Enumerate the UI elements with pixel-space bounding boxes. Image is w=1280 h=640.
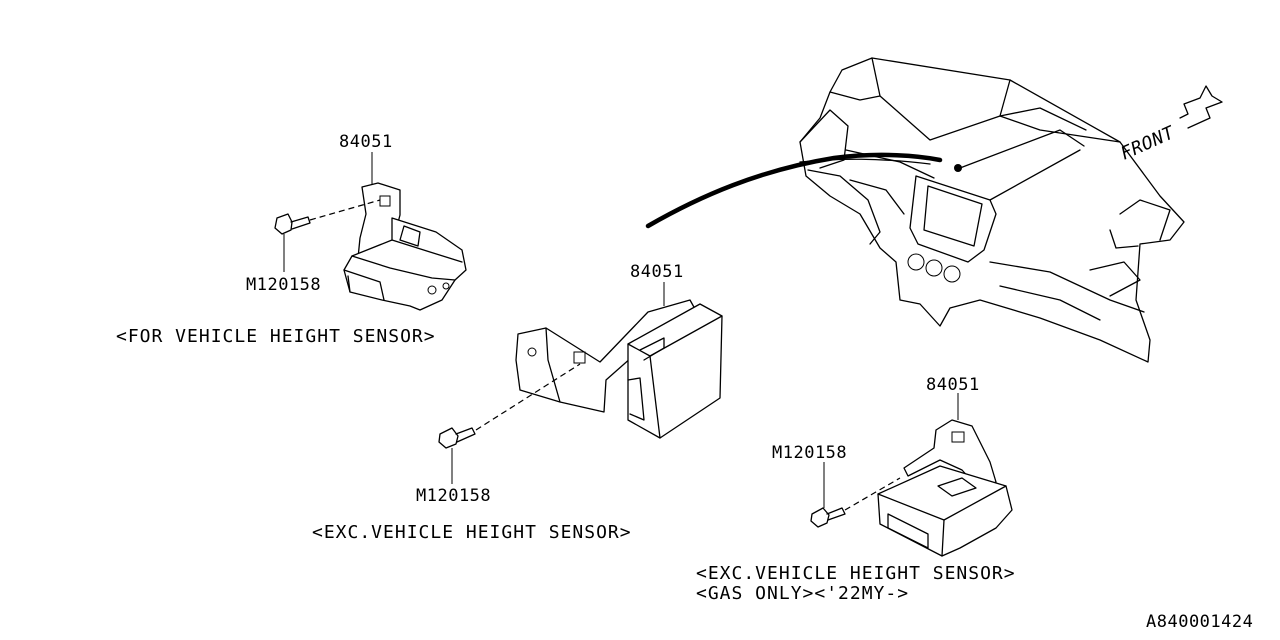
group-caption-secondary: <GAS ONLY><'22MY-> [696,583,909,604]
part-number-label: 84051 [630,262,684,282]
group-caption: <EXC.VEHICLE HEIGHT SENSOR> [312,522,632,543]
part-number-label: 84051 [926,375,980,395]
group-for-vehicle-height-sensor: 84051 M120158 <FOR VEHICLE HEIGHT SENSOR… [116,132,467,347]
part-number-label: 84051 [339,132,393,152]
front-arrow-icon [1179,85,1223,129]
group-caption: <EXC.VEHICLE HEIGHT SENSOR> [696,563,1016,584]
diagram-id: A840001424 [1146,612,1253,632]
bolt-number-label: M120158 [246,275,321,295]
dashboard-illustration [645,57,1185,363]
group-exc-vehicle-height-sensor-gas: 84051 M120158 <EXC.VEHICLE HEIGHT SENSOR… [696,375,1016,604]
front-direction-indicator: FRONT [1117,85,1223,165]
group-caption: <FOR VEHICLE HEIGHT SENSOR> [116,326,436,347]
bolt-number-label: M120158 [416,486,491,506]
group-exc-vehicle-height-sensor: 84051 M120158 <EXC.VEHICLE HEIGHT SENSOR… [312,262,723,543]
bolt-number-label: M120158 [772,443,847,463]
front-label: FRONT [1117,122,1178,165]
